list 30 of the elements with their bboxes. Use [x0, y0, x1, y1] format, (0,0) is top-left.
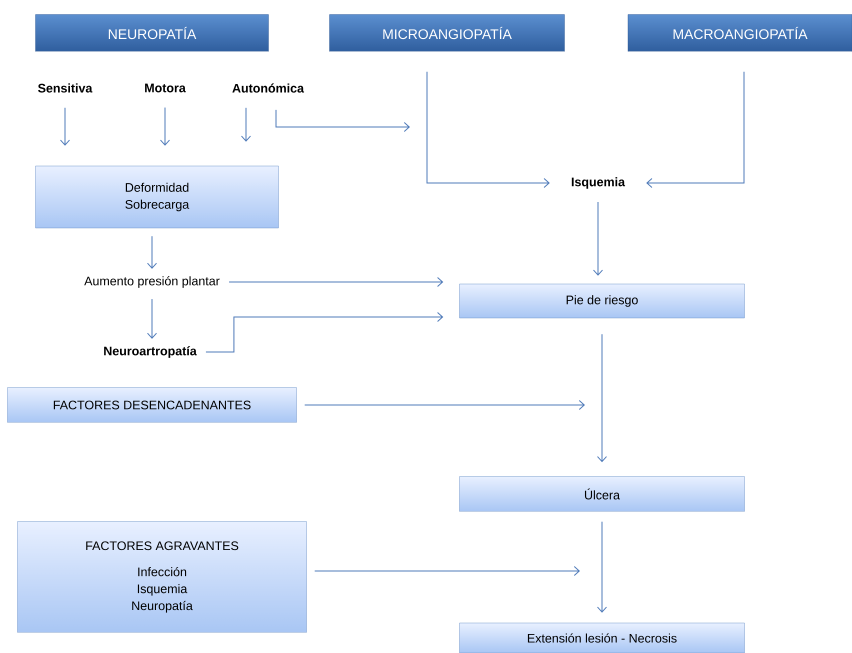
- arrow: [593, 202, 603, 276]
- term-label: Neuroartropatía: [104, 346, 197, 358]
- arrow: [597, 334, 607, 462]
- arrow: [147, 298, 157, 339]
- header-box: NEUROPATÍA: [35, 14, 269, 52]
- arrow: [60, 107, 70, 146]
- process-box: Extensión lesión - Necrosis: [459, 622, 745, 653]
- process-box: Pie de riesgo: [459, 284, 745, 318]
- term-label: Isquemia: [572, 177, 626, 189]
- process-box: FACTORES AGRAVANTES Infección Isquemia Neuropatía: [17, 521, 307, 633]
- arrow: [314, 566, 580, 576]
- arrow: [597, 521, 607, 613]
- arrow: [160, 107, 170, 146]
- arrow: [228, 277, 444, 287]
- header-box: MICROANGIOPATÍA: [329, 14, 565, 52]
- header-box: MACROANGIOPATÍA: [628, 14, 852, 52]
- arrow: [241, 107, 251, 142]
- term-label: Aumento presión plantar: [84, 276, 220, 288]
- process-box: Deformidad Sobrecarga: [35, 166, 279, 228]
- term-label: Sensitiva: [38, 83, 92, 93]
- arrow: [304, 400, 585, 410]
- arrow: [205, 312, 444, 352]
- arrow: [276, 109, 410, 132]
- process-box: FACTORES DESENCADENANTES: [7, 387, 297, 423]
- process-box: Úlcera: [459, 476, 745, 512]
- term-label: Autonómica: [232, 83, 304, 93]
- arrow: [646, 71, 744, 188]
- arrow: [426, 71, 550, 188]
- arrow: [147, 236, 157, 269]
- term-label: Motora: [145, 84, 186, 92]
